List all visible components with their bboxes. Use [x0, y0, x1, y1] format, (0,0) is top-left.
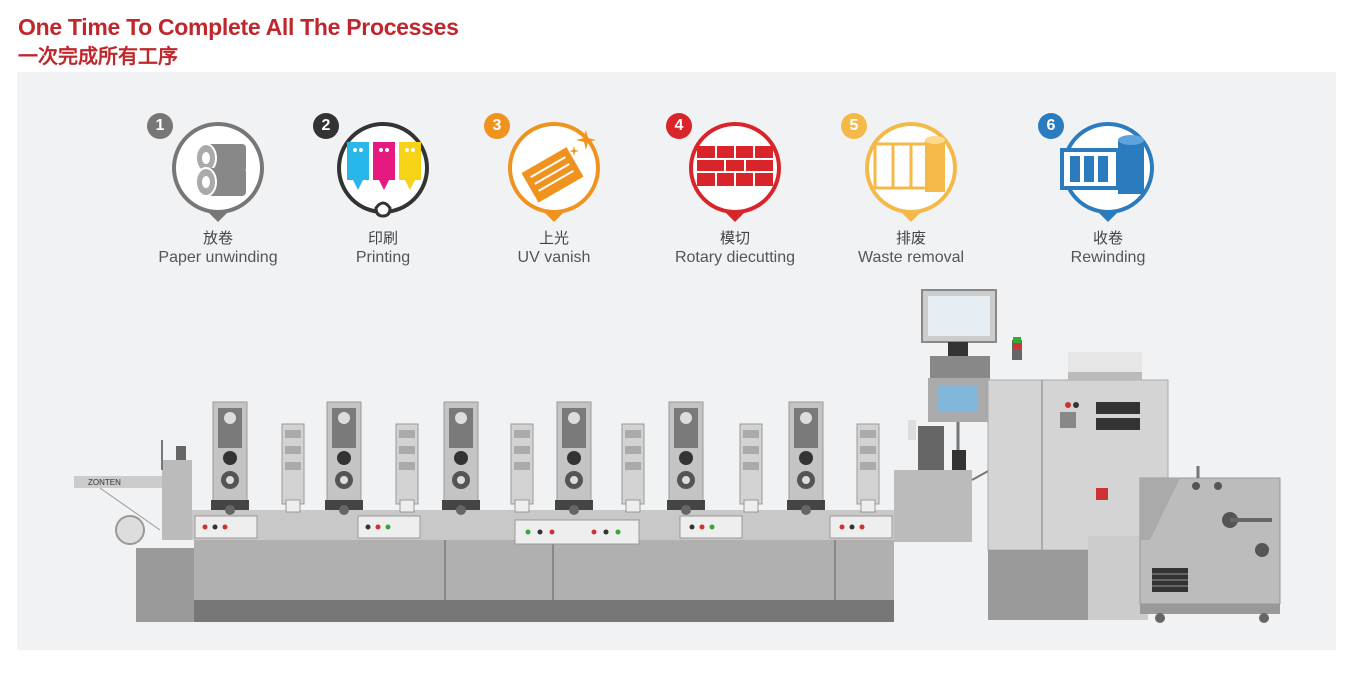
station-roller: [455, 412, 467, 424]
step-label-en: UV vanish: [517, 249, 591, 266]
station-roller: [340, 476, 348, 484]
step-label-en: Waste removal: [857, 249, 965, 266]
station-roller: [226, 476, 234, 484]
station-part: [399, 446, 415, 454]
station-part: [285, 446, 301, 454]
step-1-badge: 1: [147, 113, 173, 139]
station-roller: [456, 505, 466, 515]
station-part: [860, 462, 876, 470]
station-roller: [679, 451, 693, 465]
rewinder-unit: [1088, 466, 1281, 623]
machine-base: [136, 510, 895, 622]
station-part: [399, 499, 415, 513]
station-roller: [680, 412, 692, 424]
step-paper-unwinding: 放卷 Paper unwinding: [133, 110, 303, 267]
step-4-badge: 4: [666, 113, 692, 139]
station-part: [860, 446, 876, 454]
print-stations: [211, 401, 880, 515]
station-part: [514, 499, 530, 513]
station-roller: [682, 476, 690, 484]
station-part: [285, 499, 301, 513]
station-roller: [801, 505, 811, 515]
station-part: [514, 430, 530, 438]
station-roller: [802, 476, 810, 484]
control-panels: [194, 515, 893, 545]
waste-roll-icon: [865, 122, 957, 222]
step-6-badge: 6: [1038, 113, 1064, 139]
die-cut-grid-icon: [689, 122, 781, 222]
station-roller: [568, 412, 580, 424]
paper-roll-icon: [172, 122, 264, 222]
step-label-cn: 印刷: [367, 229, 398, 247]
station-part: [625, 446, 641, 454]
step-3-badge: 3: [484, 113, 510, 139]
step-label-en: Paper unwinding: [158, 249, 278, 266]
electrical-cabinet: [987, 337, 1169, 620]
station-part: [514, 446, 530, 454]
station-part: [399, 462, 415, 470]
step-5-badge: 5: [841, 113, 867, 139]
station-roller: [567, 451, 581, 465]
station-roller: [223, 451, 237, 465]
step-label-en: Rotary diecutting: [674, 249, 796, 266]
station-part: [743, 462, 759, 470]
ink-cartridge-icon: [337, 122, 429, 218]
station-roller: [457, 476, 465, 484]
step-label-en: Printing: [355, 249, 411, 266]
station-roller: [224, 412, 236, 424]
station-roller: [454, 451, 468, 465]
step-label-cn: 上光: [538, 229, 569, 247]
station-roller: [799, 451, 813, 465]
station-roller: [681, 505, 691, 515]
rewind-roll-icon: [1060, 122, 1154, 222]
station-part: [625, 499, 641, 513]
step-label-en: Rewinding: [1070, 249, 1146, 266]
unwinder-unit: [74, 440, 192, 545]
station-part: [285, 430, 301, 438]
station-roller: [225, 505, 235, 515]
brand-plate: ZONTEN: [88, 478, 121, 487]
step-waste-removal: 排废 Waste removal: [826, 110, 996, 267]
station-part: [743, 446, 759, 454]
control-console: [921, 289, 997, 450]
station-part: [285, 462, 301, 470]
step-uv-vanish: 上光 UV vanish: [469, 110, 639, 267]
step-label-cn: 模切: [719, 229, 750, 247]
station-part: [625, 462, 641, 470]
step-rewinding: 收卷 Rewinding: [1023, 110, 1193, 267]
step-label-cn: 放卷: [202, 229, 233, 247]
station-part: [514, 462, 530, 470]
page-subtitle: 一次完成所有工序: [18, 44, 178, 68]
diecut-unit: [894, 420, 991, 542]
station-part: [860, 430, 876, 438]
station-part: [860, 499, 876, 513]
step-label-cn: 排废: [895, 229, 926, 247]
station-part: [743, 430, 759, 438]
uv-sparkle-icon: [508, 122, 600, 222]
step-rotary-diecutting: 模切 Rotary diecutting: [650, 110, 820, 267]
station-roller: [338, 412, 350, 424]
station-roller: [570, 476, 578, 484]
station-part: [625, 430, 641, 438]
station-part: [399, 430, 415, 438]
station-roller: [800, 412, 812, 424]
station-roller: [569, 505, 579, 515]
step-printing: 印刷 Printing: [298, 110, 468, 267]
step-label-cn: 收卷: [1092, 229, 1123, 247]
step-2-badge: 2: [313, 113, 339, 139]
station-roller: [339, 505, 349, 515]
station-part: [743, 499, 759, 513]
station-roller: [337, 451, 351, 465]
page-title: One Time To Complete All The Processes: [18, 14, 459, 40]
